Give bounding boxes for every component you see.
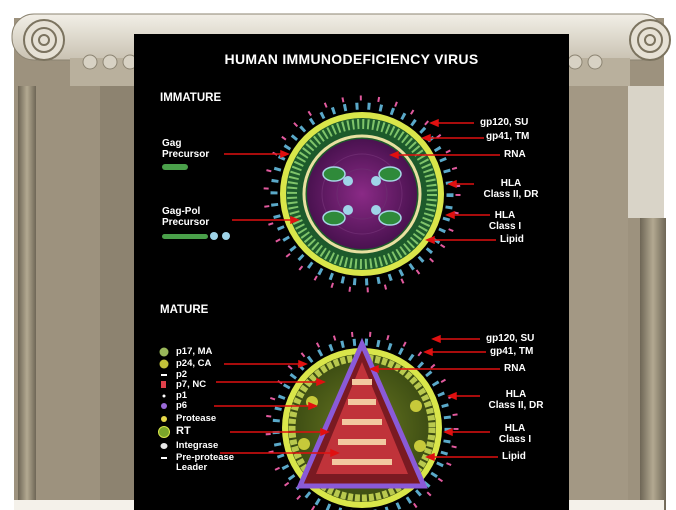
volute-left-icon xyxy=(24,20,64,60)
mature-rna-label: RNA xyxy=(504,363,526,374)
immature-gp120-label: gp120, SU xyxy=(480,117,528,128)
immature-virion xyxy=(266,98,458,290)
dash-icon xyxy=(161,374,167,376)
legend-rt: RT xyxy=(176,426,191,436)
mature-virion xyxy=(268,334,456,510)
red-bead-icon xyxy=(161,381,166,388)
diagram-title: HUMAN IMMUNODEFICIENCY VIRUS xyxy=(134,51,569,67)
mature-heading: MATURE xyxy=(160,304,208,316)
legend-p7-nc: p7, NC xyxy=(176,380,206,390)
olive-sphere-icon xyxy=(160,360,169,369)
green-ball-icon xyxy=(159,427,170,438)
immature-lipid-label: Lipid xyxy=(500,234,524,245)
immature-legend-icons xyxy=(162,164,230,240)
gag-precursor-icon xyxy=(162,164,188,170)
immature-heading: IMMATURE xyxy=(160,92,221,104)
green-sphere-icon xyxy=(160,348,169,357)
hiv-diagram-panel: HUMAN IMMUNODEFICIENCY VIRUS IMMATURE Ga… xyxy=(134,34,569,510)
yellow-dot-icon xyxy=(161,416,167,422)
white-blob-icon xyxy=(161,443,168,449)
mature-gp41-label: gp41, TM xyxy=(490,346,533,357)
mature-legend-icons xyxy=(159,348,170,460)
gag-pol-precursor-icon xyxy=(162,234,208,239)
purple-dot-icon xyxy=(161,403,167,409)
legend-p6: p6 xyxy=(176,401,187,411)
mature-lipid-label: Lipid xyxy=(502,451,526,462)
mature-gp120-label: gp120, SU xyxy=(486,333,534,344)
immature-rna-label: RNA xyxy=(504,149,526,160)
legend-integrase: Integrase xyxy=(176,441,218,451)
immature-gp41-label: gp41, TM xyxy=(486,131,529,142)
dot-icon xyxy=(163,395,166,398)
legend-p17-ma: p17, MA xyxy=(176,347,212,357)
legend-protease: Protease xyxy=(176,414,216,424)
volute-right-icon xyxy=(630,20,670,60)
legend-p24-ca: p24, CA xyxy=(176,359,211,369)
dash-icon xyxy=(161,457,167,459)
